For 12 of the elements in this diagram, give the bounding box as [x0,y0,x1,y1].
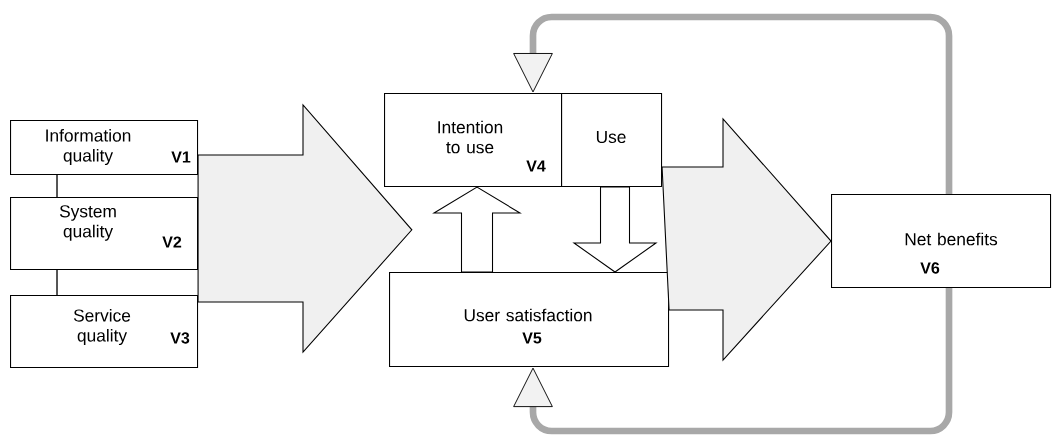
construct-box: Intention to use V4 [384,93,563,188]
block-arrow [572,186,658,273]
construct-box: Service quality V3 [10,295,199,369]
block-arrow [432,186,522,273]
block-arrow [661,117,832,362]
construct-box: User satisfaction V5 [389,272,670,368]
construct-box: Net benefits V6 [831,194,1052,289]
construct-box: Use [561,93,663,188]
connector-line [56,269,58,296]
connector-line [56,174,58,198]
construct-box: Information quality V1 [10,120,199,176]
block-arrow [197,103,413,354]
